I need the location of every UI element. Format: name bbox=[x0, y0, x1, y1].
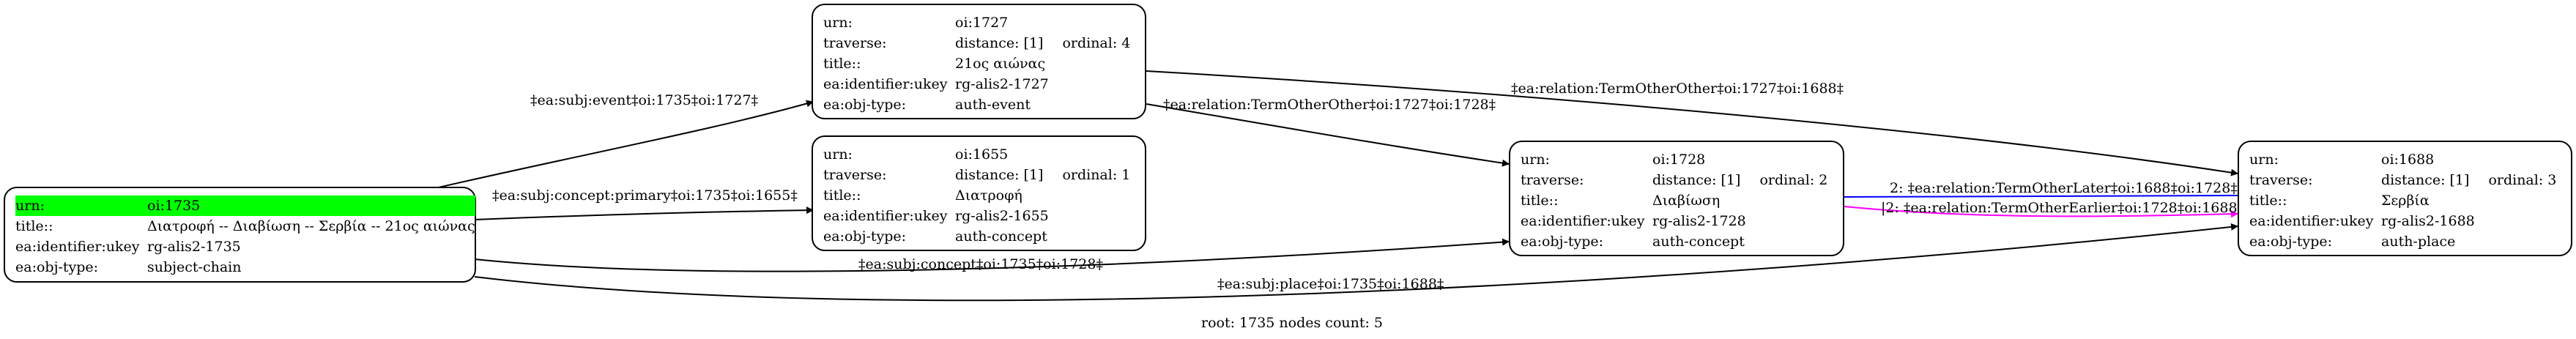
edge-relation-1727-1688 bbox=[1146, 70, 2238, 176]
edge-subj-concept bbox=[474, 238, 1510, 272]
node-value: Σερβία bbox=[2381, 193, 2430, 209]
edge-label: ‡ea:subj:concept:primary‡oi:1735‡oi:1655… bbox=[492, 187, 798, 204]
node-1727[interactable]: urn: oi:1727 traverse: distance: [1] ord… bbox=[812, 4, 1146, 119]
node-value: auth-concept bbox=[1652, 234, 1745, 250]
node-value: auth-place bbox=[2381, 234, 2456, 250]
node-row: ea:identifier:ukey rg-alis2-1727 bbox=[823, 74, 1135, 94]
node-row: traverse: distance: [1] ordinal: 1 bbox=[823, 165, 1135, 185]
node-key: ea:obj-type: bbox=[15, 259, 99, 275]
node-key: title:: bbox=[823, 56, 861, 72]
node-row: ea:obj-type: subject-chain bbox=[15, 257, 464, 277]
node-row: traverse: distance: [1] ordinal: 2 bbox=[1521, 170, 1833, 190]
node-key: urn: bbox=[823, 146, 853, 163]
node-key: title:: bbox=[1521, 193, 1559, 209]
node-row: ea:obj-type: auth-concept bbox=[823, 226, 1135, 247]
node-row: traverse: distance: [1] ordinal: 4 bbox=[823, 33, 1135, 53]
node-value: Διατροφή -- Διαβίωση -- Σερβία -- 21ος α… bbox=[147, 218, 475, 234]
node-key: urn: bbox=[2249, 152, 2279, 168]
node-1655[interactable]: urn: oi:1655 traverse: distance: [1] ord… bbox=[812, 135, 1146, 251]
node-key: traverse: bbox=[823, 35, 887, 51]
node-row: ea:obj-type: auth-event bbox=[823, 94, 1135, 115]
node-key: ea:identifier:ukey bbox=[15, 239, 140, 255]
node-value: auth-concept bbox=[955, 228, 1047, 245]
node-key: title:: bbox=[823, 187, 861, 204]
node-value: oi:1735 bbox=[144, 195, 475, 216]
node-value: oi:1655 bbox=[955, 146, 1009, 163]
node-row: urn: oi:1655 bbox=[823, 144, 1135, 165]
edge-label: ‡ea:relation:TermOtherOther‡oi:1727‡oi:1… bbox=[1163, 97, 1496, 113]
node-key: title:: bbox=[15, 218, 53, 234]
node-1735[interactable]: urn: oi:1735 title:: Διατροφή -- Διαβίωσ… bbox=[4, 187, 476, 283]
node-row: urn: oi:1735 bbox=[15, 195, 475, 216]
node-row: title:: Διατροφή -- Διαβίωση -- Σερβία -… bbox=[15, 216, 475, 236]
edge-label: 2: ‡ea:relation:TermOtherLater‡oi:1688‡o… bbox=[1890, 180, 2238, 196]
node-extra: ordinal: 1 bbox=[1062, 167, 1131, 183]
node-row: ea:obj-type: auth-concept bbox=[1521, 231, 1833, 252]
node-row: ea:obj-type: auth-place bbox=[2249, 231, 2561, 252]
edge-subj-concept-primary bbox=[474, 206, 814, 220]
node-extra: ordinal: 4 bbox=[1062, 35, 1131, 51]
node-key: traverse: bbox=[1521, 172, 1584, 188]
node-1728[interactable]: urn: oi:1728 traverse: distance: [1] ord… bbox=[1509, 141, 1844, 256]
edge-relation-1727-1728 bbox=[1146, 103, 1510, 167]
node-value: rg-alis2-1728 bbox=[1652, 213, 1746, 229]
node-row: title:: Σερβία bbox=[2249, 190, 2561, 211]
edge-label: ‡ea:subj:place‡oi:1735‡oi:1688‡ bbox=[1217, 276, 1444, 292]
edge-subj-place bbox=[474, 223, 2238, 302]
node-key: ea:obj-type: bbox=[823, 97, 907, 113]
node-row: traverse: distance: [1] ordinal: 3 bbox=[2249, 170, 2561, 190]
node-value: rg-alis2-1688 bbox=[2381, 213, 2475, 229]
edge-label: ‡ea:relation:TermOtherOther‡oi:1727‡oi:1… bbox=[1511, 81, 1844, 97]
node-row: title:: Διατροφή bbox=[823, 185, 1135, 206]
node-value: rg-alis2-1655 bbox=[955, 208, 1049, 224]
node-value: auth-event bbox=[955, 97, 1031, 113]
node-key: traverse: bbox=[823, 167, 887, 183]
node-key: urn: bbox=[15, 195, 144, 216]
node-1688[interactable]: urn: oi:1688 traverse: distance: [1] ord… bbox=[2238, 141, 2572, 256]
node-row: urn: oi:1727 bbox=[823, 12, 1135, 33]
node-row: title:: 21ος αιώνας bbox=[823, 53, 1135, 74]
node-key: ea:obj-type: bbox=[1521, 234, 1604, 250]
node-value: distance: [1] bbox=[2381, 172, 2470, 188]
node-key: urn: bbox=[1521, 152, 1550, 168]
edge-label: |2: ‡ea:relation:TermOtherEarlier‡oi:172… bbox=[1881, 200, 2244, 216]
node-value: 21ος αιώνας bbox=[955, 56, 1046, 72]
node-value: distance: [1] bbox=[955, 167, 1044, 183]
node-row: urn: oi:1728 bbox=[1521, 149, 1833, 170]
node-value: distance: [1] bbox=[955, 35, 1044, 51]
node-row: ea:identifier:ukey rg-alis2-1688 bbox=[2249, 211, 2561, 231]
node-key: ea:identifier:ukey bbox=[823, 76, 948, 92]
node-key: ea:obj-type: bbox=[2249, 234, 2333, 250]
graph-footer: root: 1735 nodes count: 5 bbox=[1201, 315, 1384, 331]
node-value: oi:1688 bbox=[2381, 152, 2435, 168]
node-row: urn: oi:1688 bbox=[2249, 149, 2561, 170]
node-value: distance: [1] bbox=[1652, 172, 1741, 188]
edge-relation-later bbox=[1837, 193, 2238, 201]
node-value: oi:1728 bbox=[1652, 152, 1706, 168]
node-key: traverse: bbox=[2249, 172, 2313, 188]
node-key: ea:identifier:ukey bbox=[2249, 213, 2374, 229]
edge-relation-earlier bbox=[1844, 206, 2238, 218]
node-row: ea:identifier:ukey rg-alis2-1728 bbox=[1521, 211, 1833, 231]
node-key: ea:identifier:ukey bbox=[823, 208, 948, 224]
node-value: oi:1727 bbox=[955, 15, 1009, 31]
node-value: subject-chain bbox=[147, 259, 242, 275]
node-extra: ordinal: 2 bbox=[1759, 172, 1828, 188]
node-key: urn: bbox=[823, 15, 853, 31]
node-value: Διαβίωση bbox=[1652, 193, 1721, 209]
edge-label: ‡ea:subj:event‡oi:1735‡oi:1727‡ bbox=[530, 92, 758, 108]
node-value: rg-alis2-1735 bbox=[147, 239, 241, 255]
node-key: ea:identifier:ukey bbox=[1521, 213, 1645, 229]
edge-subj-event bbox=[431, 100, 814, 190]
node-key: title:: bbox=[2249, 193, 2287, 209]
edge-label: ‡ea:subj:concept‡oi:1735‡oi:1728‡ bbox=[858, 256, 1103, 272]
node-row: ea:identifier:ukey rg-alis2-1735 bbox=[15, 236, 464, 257]
node-extra: ordinal: 3 bbox=[2488, 172, 2557, 188]
node-value: rg-alis2-1727 bbox=[955, 76, 1049, 92]
node-row: title:: Διαβίωση bbox=[1521, 190, 1833, 211]
node-row: ea:identifier:ukey rg-alis2-1655 bbox=[823, 206, 1135, 226]
node-value: Διατροφή bbox=[955, 187, 1022, 204]
node-key: ea:obj-type: bbox=[823, 228, 907, 245]
